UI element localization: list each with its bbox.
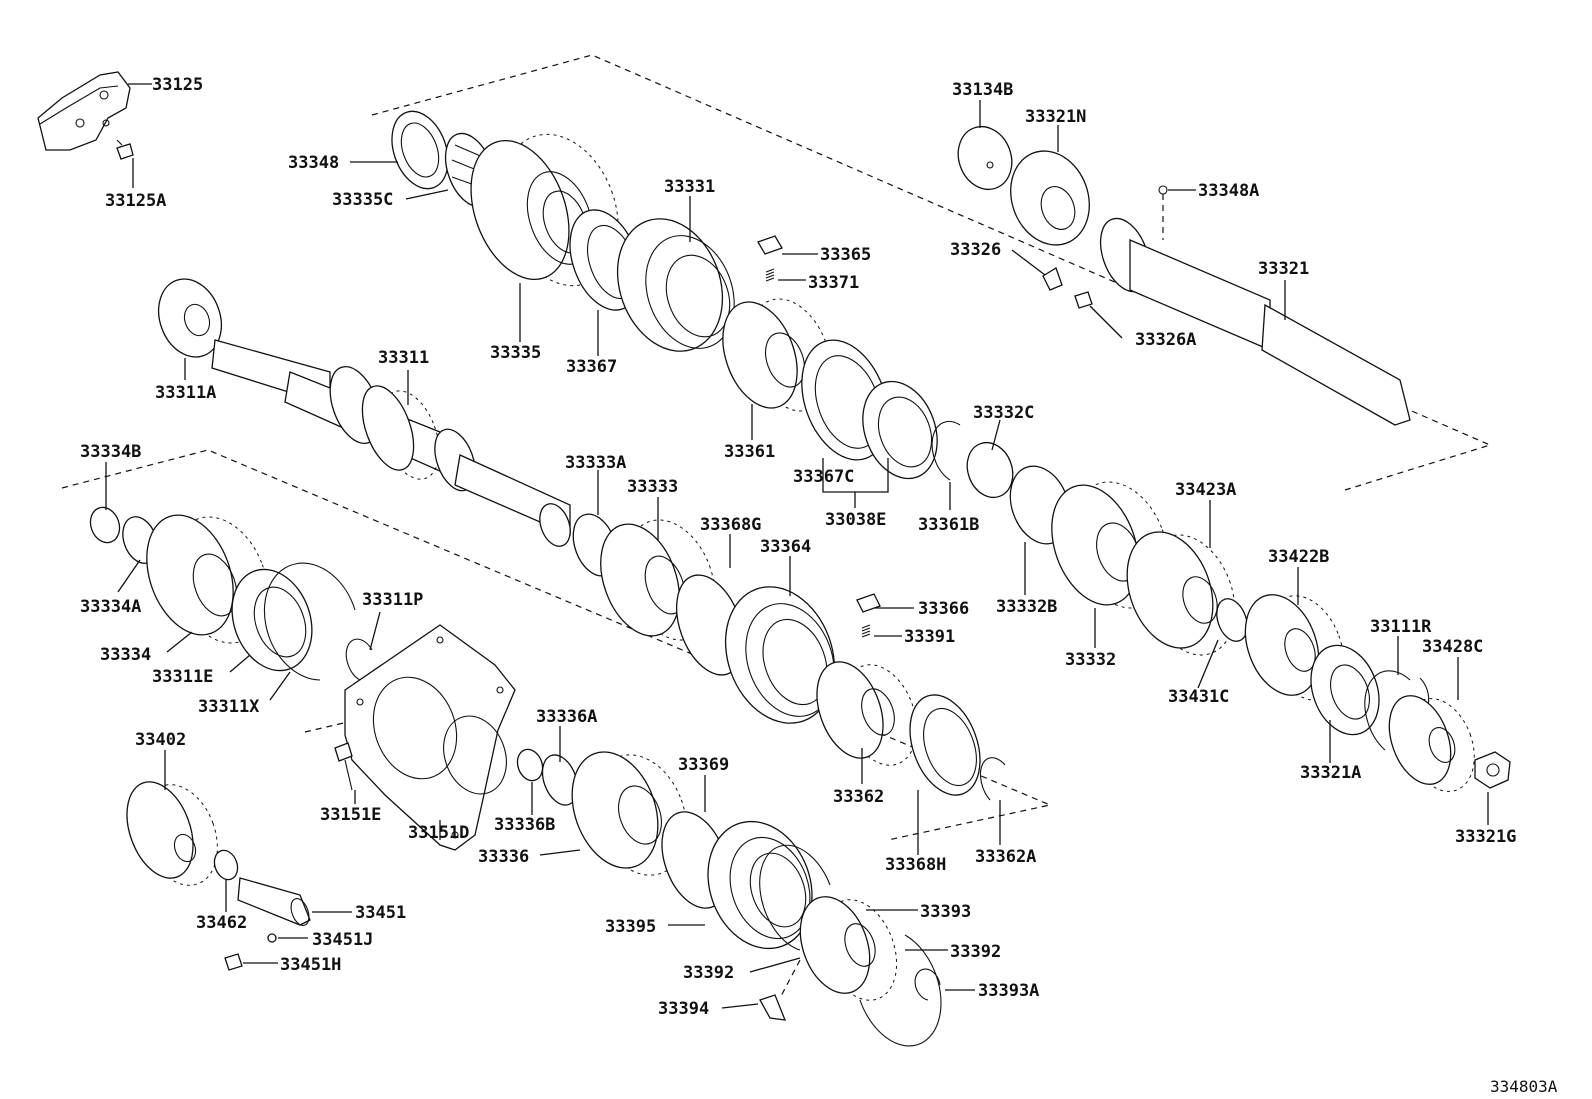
callout-33321A: 33321A — [1300, 763, 1361, 783]
upper-group-outline — [371, 54, 1492, 491]
callout-33332C: 33332C — [973, 403, 1034, 423]
callout-33125: 33125 — [152, 75, 203, 95]
callout-33362: 33362 — [833, 787, 884, 807]
callout-33367: 33367 — [566, 357, 617, 377]
callout-33402: 33402 — [135, 730, 186, 750]
callout-33321N: 33321N — [1025, 107, 1086, 127]
callout-33336B: 33336B — [494, 815, 555, 835]
bracket-33125 — [37, 71, 134, 160]
callout-33451H: 33451H — [280, 955, 341, 975]
callout-33311E: 33311E — [152, 667, 213, 687]
callout-33348A: 33348A — [1198, 181, 1259, 201]
leader-lines — [105, 83, 1489, 1009]
callout-33134B: 33134B — [952, 80, 1013, 100]
callout-33462: 33462 — [196, 913, 247, 933]
callout-33371: 33371 — [808, 273, 859, 293]
callout-33333A: 33333A — [565, 453, 626, 473]
callout-33368G: 33368G — [700, 515, 761, 535]
callout-33111R: 33111R — [1370, 617, 1432, 637]
callout-33361B: 33361B — [918, 515, 979, 535]
callout-33394: 33394 — [658, 999, 709, 1019]
input-shaft-33311 — [158, 278, 571, 547]
output-shaft-33321 — [957, 125, 1411, 426]
callout-33336: 33336 — [478, 847, 529, 867]
callout-33395: 33395 — [605, 917, 656, 937]
callout-33321G: 33321G — [1455, 827, 1516, 847]
callout-33311A: 33311A — [155, 383, 216, 403]
callout-labels: 33125 33125A 33348 33335C 33331 33365 33… — [80, 75, 1558, 1096]
callout-33321: 33321 — [1258, 259, 1309, 279]
callout-33326: 33326 — [950, 240, 1001, 260]
callout-33151D: 33151D — [408, 823, 469, 843]
callout-33326A: 33326A — [1135, 330, 1196, 350]
right-gear-stack — [931, 420, 1511, 792]
callout-33334B: 33334B — [80, 442, 141, 462]
middle-gear-stack — [572, 513, 1006, 801]
lower-center-stack — [516, 748, 942, 1047]
callout-33335: 33335 — [490, 343, 541, 363]
lower-group-outline — [61, 449, 1052, 841]
callout-33451: 33451 — [355, 903, 406, 923]
callout-33332B: 33332B — [996, 597, 1057, 617]
callout-33451J: 33451J — [312, 930, 373, 950]
callout-33038E: 33038E — [825, 510, 886, 530]
diagram-code: 334803A — [1490, 1077, 1558, 1096]
lower-left-parts — [126, 781, 311, 971]
callout-33331: 33331 — [664, 177, 715, 197]
callout-33332: 33332 — [1065, 650, 1116, 670]
callout-33348: 33348 — [288, 153, 339, 173]
callout-33311X: 33311X — [198, 697, 260, 717]
callout-33336A: 33336A — [536, 707, 597, 727]
plate-33151D — [334, 624, 516, 851]
callout-33311: 33311 — [378, 348, 429, 368]
callout-33423A: 33423A — [1175, 480, 1236, 500]
callout-33369: 33369 — [678, 755, 729, 775]
callout-33362A: 33362A — [975, 847, 1036, 867]
callout-33393A: 33393A — [978, 981, 1039, 1001]
callout-33431C: 33431C — [1168, 687, 1229, 707]
callout-33333: 33333 — [627, 477, 678, 497]
left-lower-stack — [89, 506, 373, 681]
callout-33334: 33334 — [100, 645, 151, 665]
callout-33422B: 33422B — [1268, 547, 1329, 567]
callout-33361: 33361 — [724, 442, 775, 462]
upper-gear-stack — [391, 110, 938, 480]
callout-33125A: 33125A — [105, 191, 166, 211]
callout-33311P: 33311P — [362, 590, 423, 610]
callout-33151E: 33151E — [320, 805, 381, 825]
callout-33335C: 33335C — [332, 190, 393, 210]
callout-33365: 33365 — [820, 245, 871, 265]
callout-33367C: 33367C — [793, 467, 854, 487]
callout-33428C: 33428C — [1422, 637, 1483, 657]
callout-33334A: 33334A — [80, 597, 141, 617]
callout-33392-left: 33392 — [683, 963, 734, 983]
callout-33393: 33393 — [920, 902, 971, 922]
callout-33366: 33366 — [918, 599, 969, 619]
callout-33364: 33364 — [760, 537, 811, 557]
callout-33368H: 33368H — [885, 855, 946, 875]
group-outlines — [61, 54, 1492, 841]
callout-33392-right: 33392 — [950, 942, 1001, 962]
callout-33391: 33391 — [904, 627, 955, 647]
